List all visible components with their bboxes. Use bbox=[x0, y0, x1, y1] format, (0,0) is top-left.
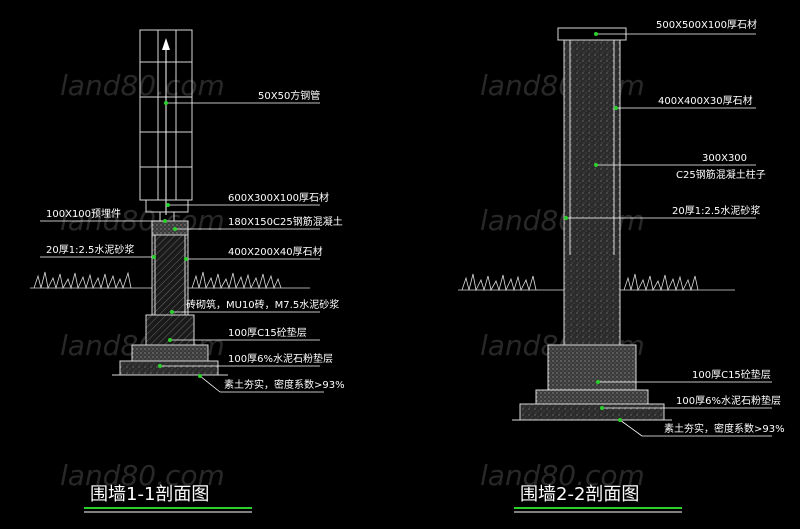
label-embedded-part: 100X100预埋件 bbox=[46, 208, 121, 220]
section-2-drawing bbox=[458, 27, 735, 421]
watermark: land80.com bbox=[480, 459, 645, 492]
label-stone-dust-1: 100厚6%水泥石粉垫层 bbox=[228, 352, 333, 365]
rc-column bbox=[563, 39, 621, 346]
label-steel-pipe: 50X50方钢管 bbox=[258, 89, 320, 102]
stone-dust-layer-2 bbox=[519, 403, 665, 421]
label-column-size: 300X300 bbox=[702, 153, 747, 164]
c15-cushion bbox=[131, 344, 209, 362]
label-mortar-2: 20厚1:2.5水泥砂浆 bbox=[672, 204, 760, 217]
c15-cushion-2 bbox=[535, 389, 649, 405]
label-facing-stone-1: 400X200X40厚石材 bbox=[228, 245, 323, 258]
label-column-concrete: C25钢筋混凝土柱子 bbox=[676, 168, 766, 181]
label-cap-stone-2: 500X500X100厚石材 bbox=[656, 18, 757, 31]
section-1-title-block: 围墙1-1剖面图 bbox=[84, 484, 252, 513]
grass-line-2 bbox=[458, 273, 735, 292]
label-c15-cushion-2: 100厚C15砼垫层 bbox=[692, 368, 771, 381]
watermark: land80.com bbox=[60, 459, 225, 492]
section-1-annotations: 50X50方钢管 600X300X100厚石材 100X100预埋件 180X1… bbox=[40, 89, 345, 393]
label-facing-stone-2: 400X400X30厚石材 bbox=[658, 94, 753, 107]
brick-wall bbox=[151, 234, 189, 316]
label-stone-dust-2: 100厚6%水泥石粉垫层 bbox=[676, 394, 781, 407]
section-2-title-block: 围墙2-2剖面图 bbox=[514, 484, 682, 513]
grass-line bbox=[30, 271, 310, 290]
watermark: land80.com bbox=[60, 204, 225, 237]
label-mortar-1: 20厚1:2.5水泥砂浆 bbox=[46, 243, 134, 256]
label-cap-stone-1: 600X300X100厚石材 bbox=[228, 191, 329, 204]
section-1-drawing bbox=[30, 29, 310, 376]
column-footing bbox=[547, 344, 637, 391]
label-rc-beam: 180X150C25钢筋混凝土 bbox=[228, 215, 343, 228]
section-1-title: 围墙1-1剖面图 bbox=[90, 484, 209, 505]
section-2-title: 围墙2-2剖面图 bbox=[520, 484, 639, 505]
label-compacted-soil-2: 素土夯实，密度系数>93% bbox=[664, 422, 785, 435]
stone-dust-layer bbox=[119, 360, 219, 376]
label-brick-wall: 砖砌筑，MU10砖，M7.5水泥砂浆 bbox=[186, 298, 339, 311]
section-2-annotations: 500X500X100厚石材 400X400X30厚石材 300X300 C25… bbox=[564, 18, 785, 437]
label-c15-cushion-1: 100厚C15砼垫层 bbox=[228, 326, 307, 339]
rc-beam bbox=[151, 220, 189, 236]
steel-pipe-fence bbox=[139, 29, 193, 215]
label-compacted-soil-1: 素土夯实，密度系数>93% bbox=[224, 378, 345, 391]
